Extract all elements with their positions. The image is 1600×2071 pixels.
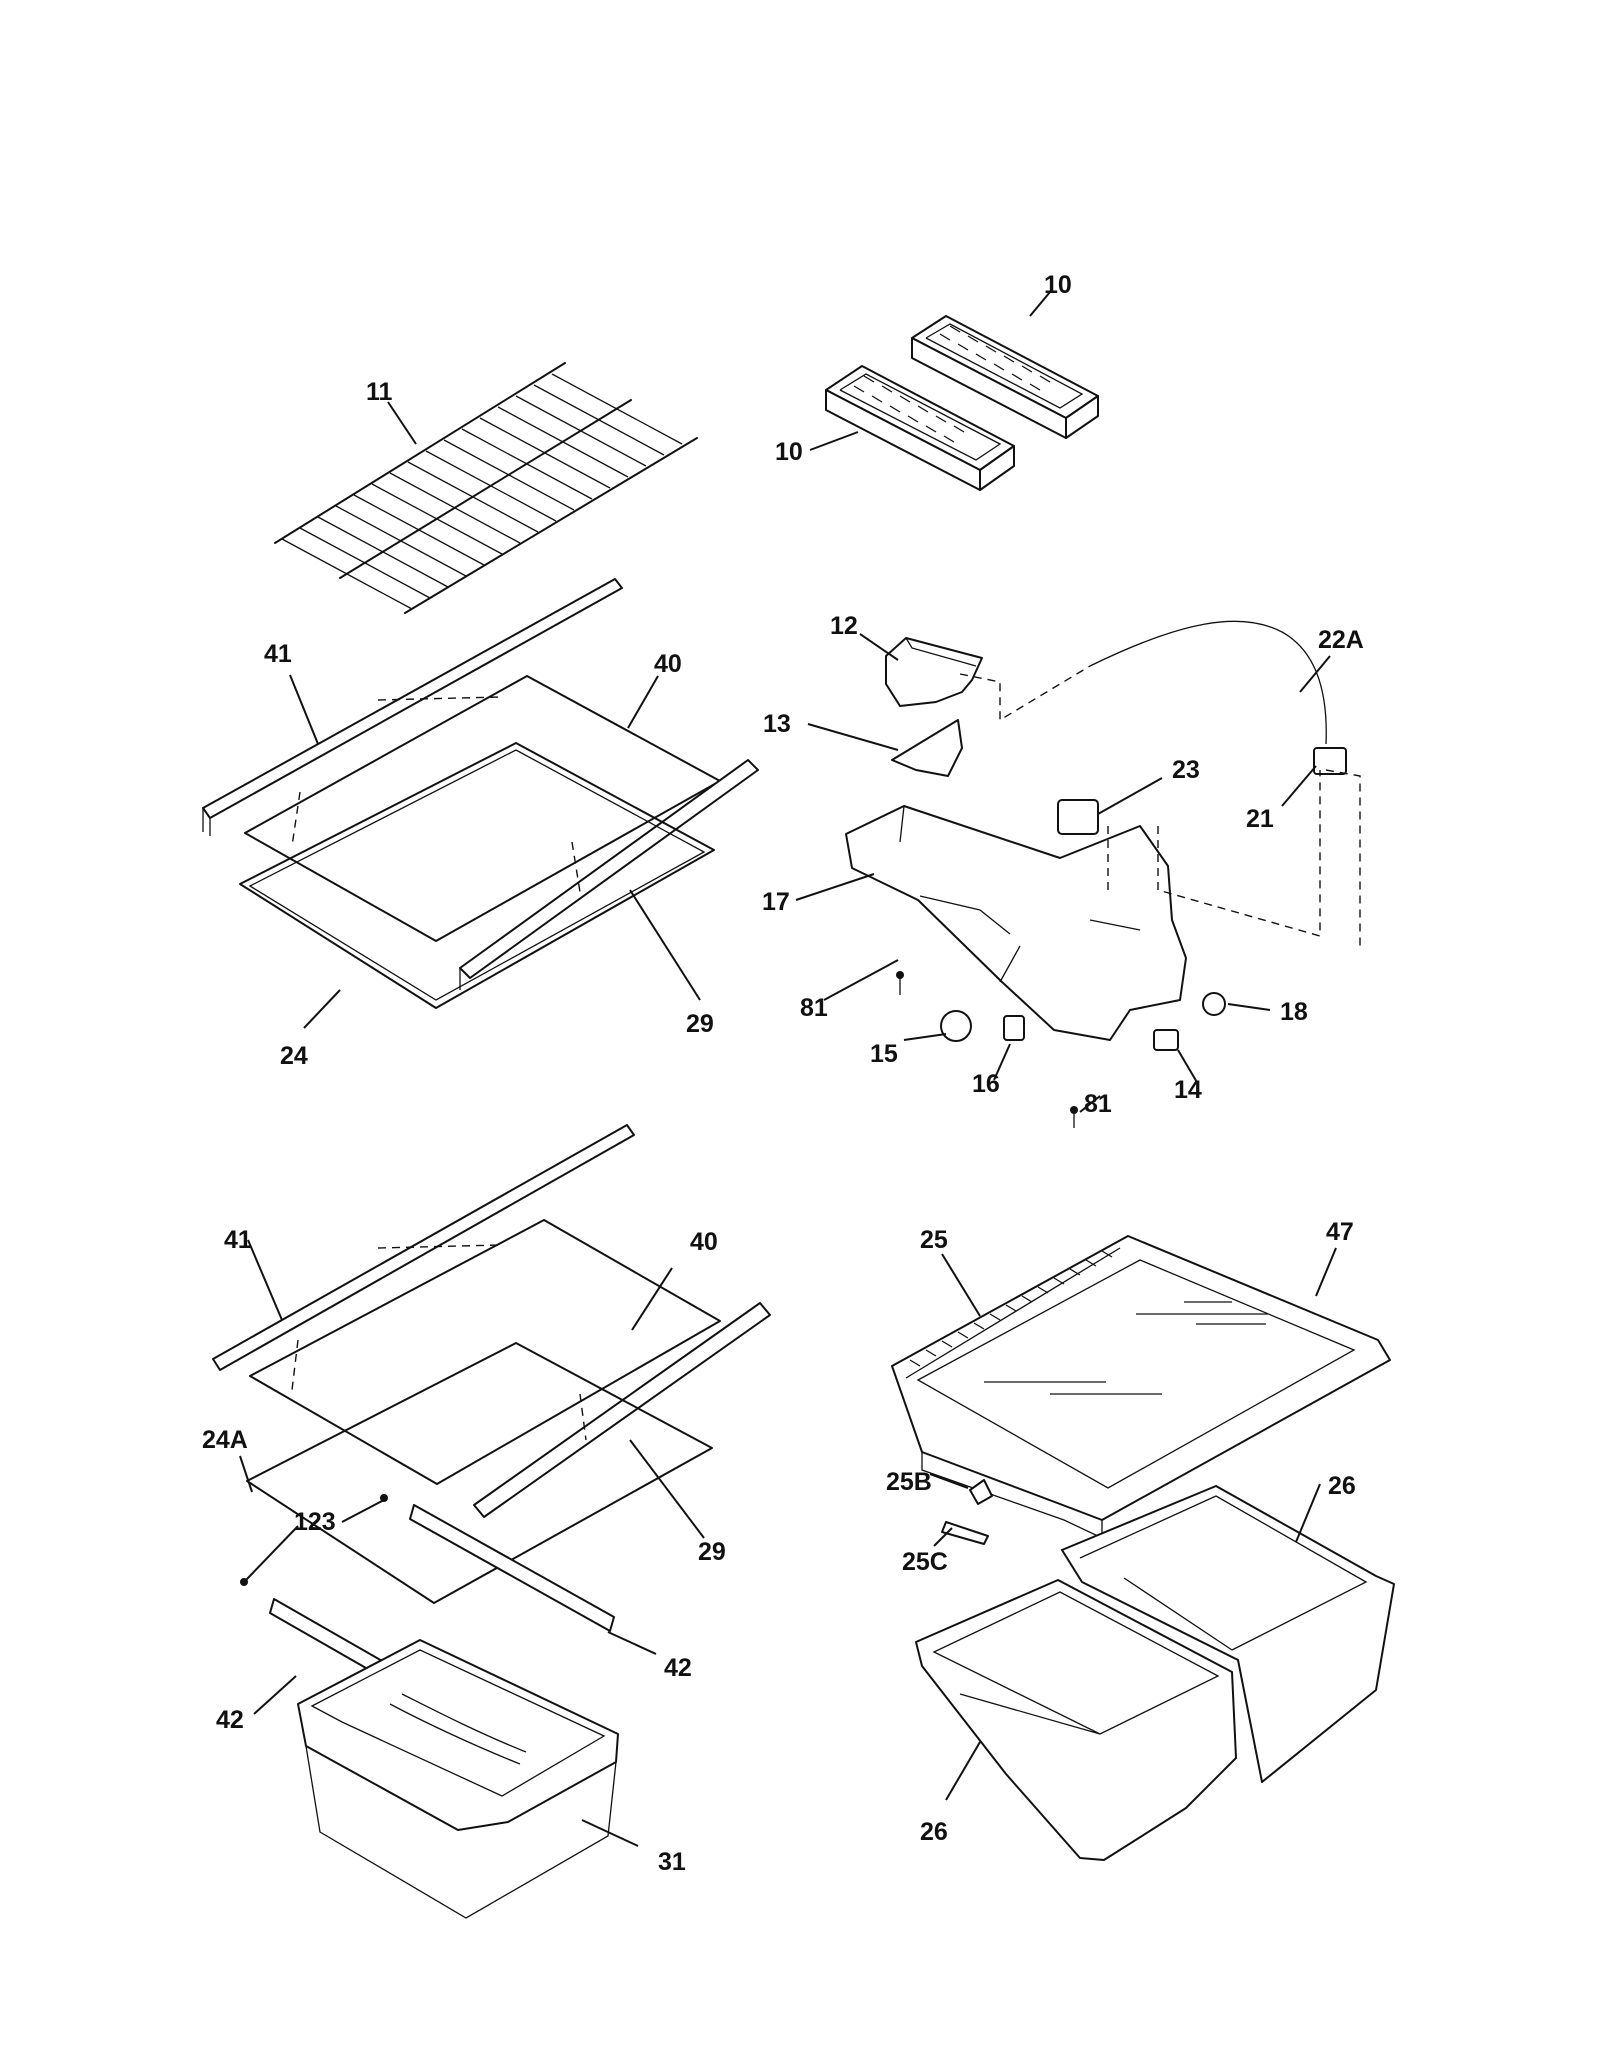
label-10-lower: 10 [775, 438, 803, 466]
crisper-cover-vents [909, 1250, 1113, 1367]
ice-bucket-cup [885, 637, 983, 707]
ice-chute-housing [845, 805, 1187, 1041]
meat-drawer [297, 1639, 619, 1919]
crisper-drawer-rear [1061, 1485, 1395, 1783]
crisper-rail-right [409, 1504, 615, 1632]
ice-tray-lower [825, 365, 1015, 491]
cover-bracket [969, 1479, 993, 1505]
label-24A: 24A [202, 1426, 248, 1454]
label-26-rear: 26 [1328, 1472, 1356, 1500]
lower-shelf-trim-rear [473, 1302, 771, 1518]
label-29-upper: 29 [686, 1010, 714, 1038]
leader-lines [239, 291, 1337, 1847]
label-14: 14 [1174, 1076, 1202, 1104]
label-42-left: 42 [216, 1706, 244, 1734]
crisper-drawer-front [915, 1579, 1237, 1861]
label-25: 25 [920, 1226, 948, 1254]
label-11: 11 [366, 378, 393, 406]
label-15: 15 [870, 1040, 898, 1068]
switch-block [1313, 747, 1347, 775]
label-47: 47 [1326, 1218, 1354, 1246]
bulb [940, 1010, 972, 1042]
upper-glass-shelf [244, 675, 721, 942]
ice-chute-flap [891, 719, 963, 777]
label-13: 13 [763, 710, 791, 738]
label-10-upper: 10 [1044, 271, 1072, 299]
label-22A: 22A [1318, 626, 1364, 654]
label-18: 18 [1280, 998, 1308, 1026]
ice-tray-upper [911, 315, 1099, 439]
fan-knob [1202, 992, 1226, 1016]
label-26-front: 26 [920, 1818, 948, 1846]
label-16: 16 [972, 1070, 1000, 1098]
label-23: 23 [1172, 756, 1200, 784]
lower-shelf-frame [246, 1342, 713, 1604]
label-21: 21 [1246, 805, 1274, 833]
label-25B: 25B [886, 1468, 932, 1496]
lower-glass-shelf [249, 1219, 721, 1485]
crisper-cover-glass [984, 1301, 1268, 1395]
switch-small [1153, 1029, 1179, 1051]
label-17: 17 [762, 888, 790, 916]
cover-clip [941, 1521, 989, 1545]
socket [1003, 1015, 1025, 1041]
label-42-right: 42 [664, 1654, 692, 1682]
label-41-upper: 41 [264, 640, 292, 668]
wire-shelf [274, 362, 698, 614]
label-40-lower: 40 [690, 1228, 718, 1256]
label-12: 12 [830, 612, 858, 640]
label-29-lower: 29 [698, 1538, 726, 1566]
control-box [1057, 799, 1099, 835]
label-31: 31 [658, 1848, 686, 1876]
label-81-left: 81 [800, 994, 828, 1022]
label-25C: 25C [902, 1548, 948, 1576]
label-41-lower: 41 [224, 1226, 252, 1254]
crisper-cover-frame [891, 1235, 1391, 1540]
upper-shelf-frame [239, 742, 715, 1009]
label-40-upper: 40 [654, 650, 682, 678]
label-123: 123 [294, 1508, 336, 1536]
label-24: 24 [280, 1042, 308, 1070]
label-81-right: 81 [1084, 1090, 1112, 1118]
